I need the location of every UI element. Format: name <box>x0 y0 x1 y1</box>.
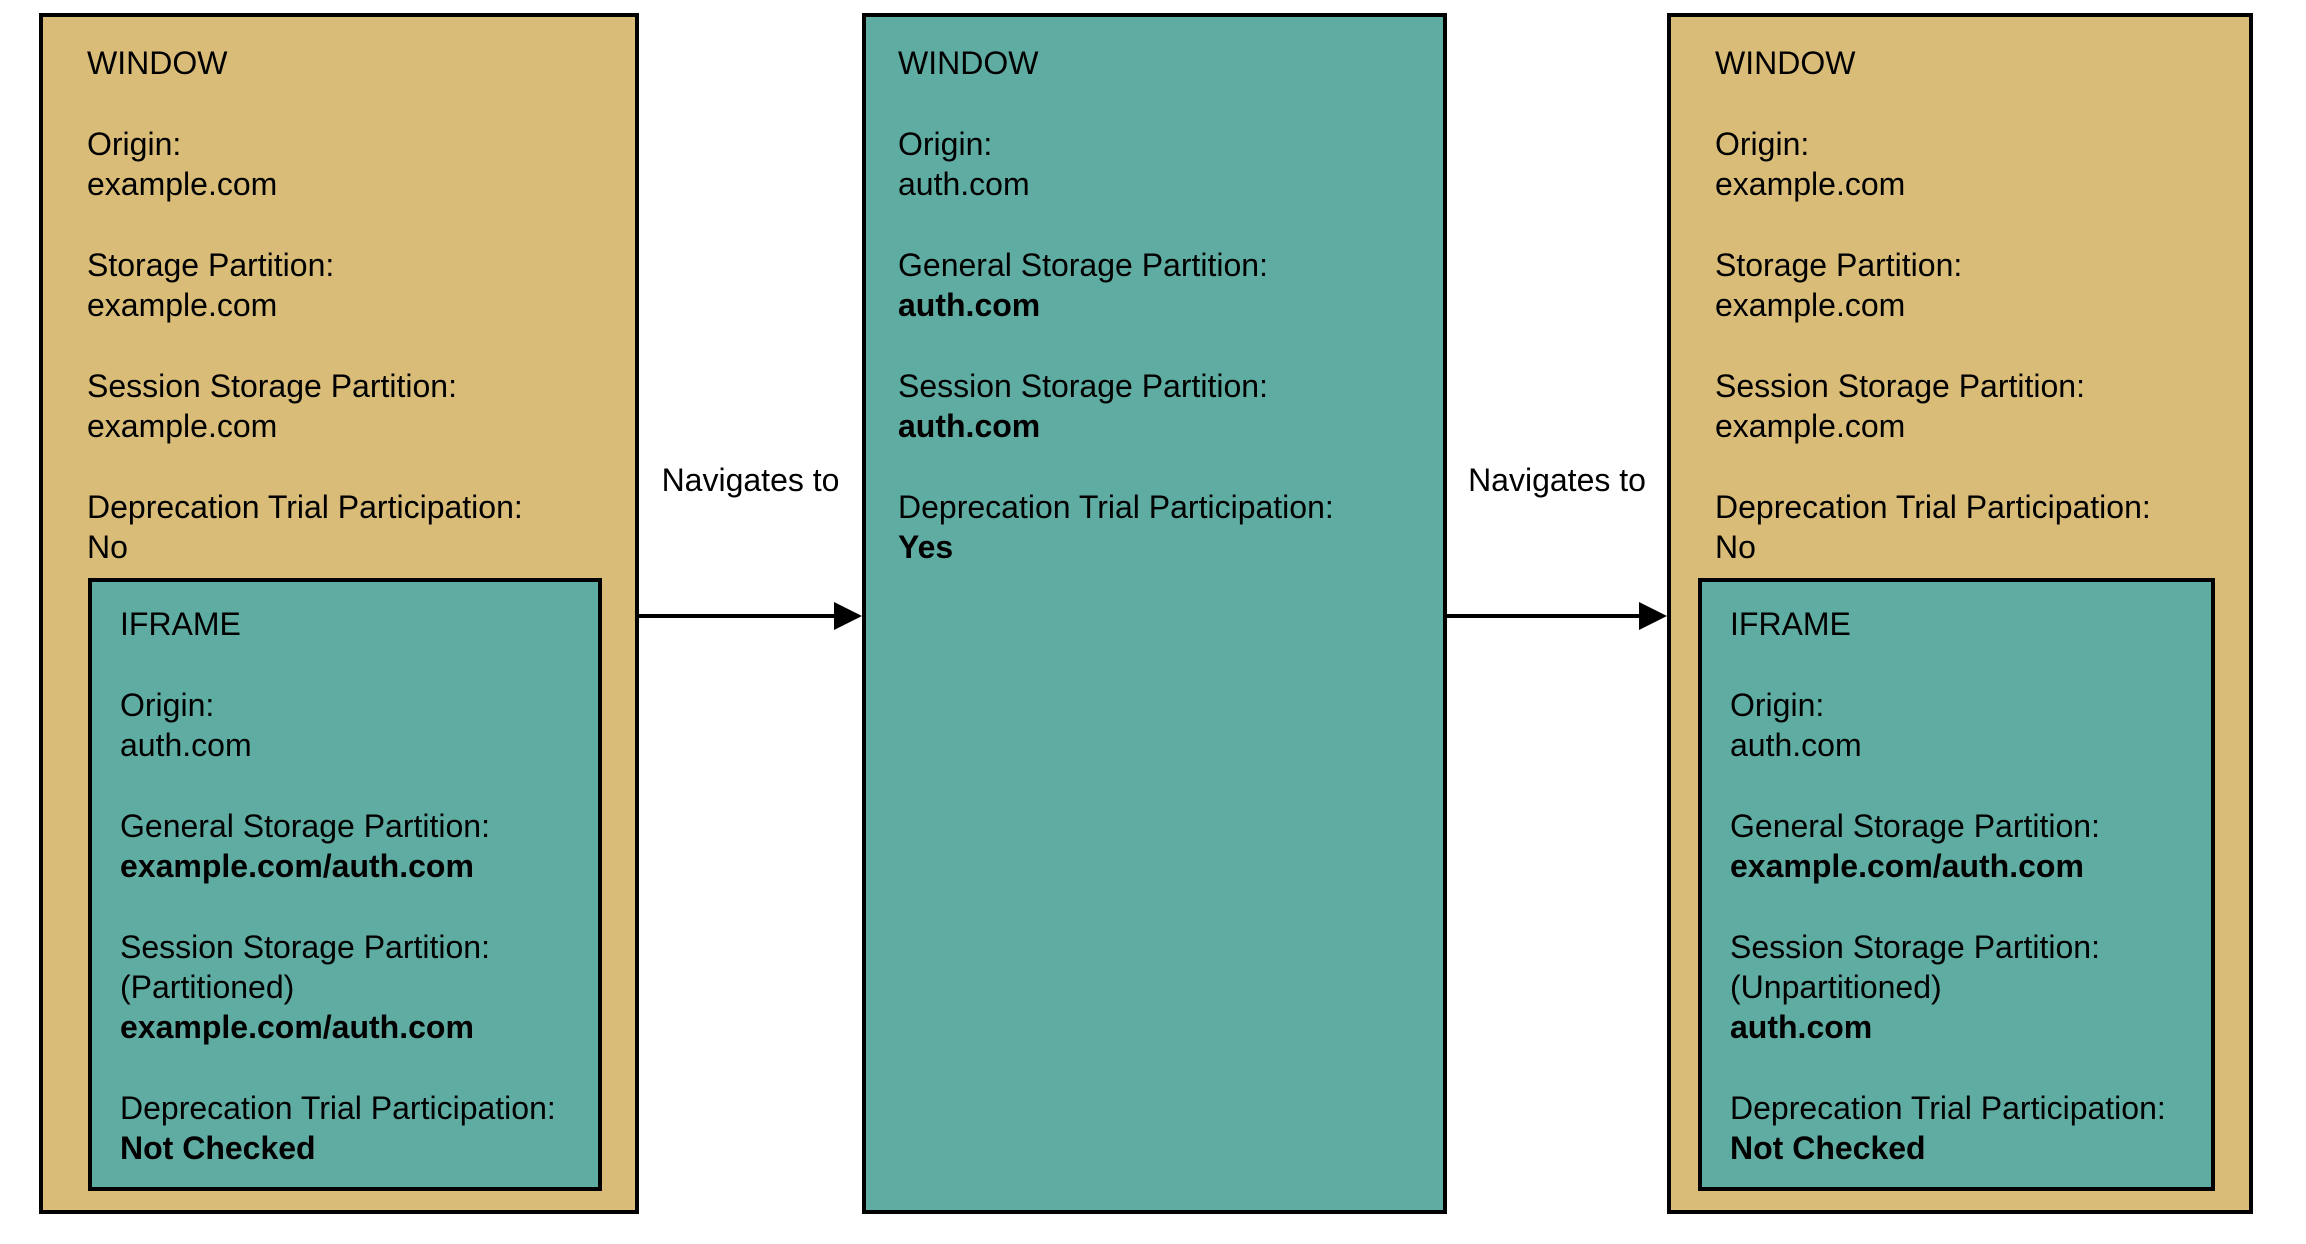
field-label: General Storage Partition: <box>120 808 490 844</box>
iframe-1-title: IFRAME <box>120 606 241 642</box>
field-label: Deprecation Trial Participation: <box>1730 1090 2166 1126</box>
window-box-2: WINDOW Origin: auth.com General Storage … <box>862 13 1447 1214</box>
window-3-origin-field: Origin: example.com <box>1715 124 2229 204</box>
iframe-3-title: IFRAME <box>1730 606 1851 642</box>
field-value: auth.com <box>898 408 1041 444</box>
field-note: (Partitioned) <box>120 969 295 1005</box>
window-3-storage-partition-field: Storage Partition: example.com <box>1715 245 2229 325</box>
field-label: General Storage Partition: <box>898 247 1268 283</box>
iframe-3-deprecation-trial-field: Deprecation Trial Participation: Not Che… <box>1730 1088 2193 1168</box>
field-value: example.com <box>87 166 278 202</box>
window-1-origin-field: Origin: example.com <box>87 124 615 204</box>
field-value: example.com <box>1715 408 1906 444</box>
field-label: Origin: <box>120 687 215 723</box>
window-2-origin-field: Origin: auth.com <box>898 124 1423 204</box>
field-value: auth.com <box>120 727 252 763</box>
field-value: auth.com <box>898 166 1030 202</box>
field-value: example.com <box>1715 166 1906 202</box>
arrow-line-1 <box>639 614 837 618</box>
field-value: No <box>87 529 128 565</box>
field-value: example.com/auth.com <box>120 848 474 884</box>
field-value: Not Checked <box>120 1130 316 1166</box>
field-label: Deprecation Trial Participation: <box>120 1090 556 1126</box>
field-value: auth.com <box>1730 727 1862 763</box>
field-value: example.com <box>87 287 278 323</box>
field-label: Session Storage Partition: <box>87 368 457 404</box>
window-box-1: WINDOW Origin: example.com Storage Parti… <box>39 13 639 1214</box>
window-2-session-storage-field: Session Storage Partition: auth.com <box>898 366 1423 446</box>
field-label: Session Storage Partition: <box>1715 368 2085 404</box>
field-label: Origin: <box>898 126 993 162</box>
iframe-3-session-storage-field: Session Storage Partition: (Unpartitione… <box>1730 927 2193 1047</box>
field-label: Origin: <box>1730 687 1825 723</box>
field-label: Deprecation Trial Participation: <box>898 489 1334 525</box>
navigates-to-label-2: Navigates to <box>1468 462 1646 498</box>
field-value: No <box>1715 529 1756 565</box>
window-3-title: WINDOW <box>1715 45 1856 81</box>
iframe-1-deprecation-trial-field: Deprecation Trial Participation: Not Che… <box>120 1088 580 1168</box>
window-1-deprecation-trial-field: Deprecation Trial Participation: No <box>87 487 615 567</box>
window-1-storage-partition-field: Storage Partition: example.com <box>87 245 615 325</box>
arrow-head-icon-1 <box>834 602 862 630</box>
window-3-deprecation-trial-field: Deprecation Trial Participation: No <box>1715 487 2229 567</box>
field-label: Session Storage Partition: <box>120 929 490 965</box>
window-3-session-storage-field: Session Storage Partition: example.com <box>1715 366 2229 446</box>
iframe-3-general-storage-field: General Storage Partition: example.com/a… <box>1730 806 2193 886</box>
navigates-to-label-1: Navigates to <box>661 462 840 498</box>
field-value: example.com <box>87 408 278 444</box>
arrow-line-2 <box>1447 614 1641 618</box>
field-value: Not Checked <box>1730 1130 1926 1166</box>
arrow-head-icon-2 <box>1639 602 1667 630</box>
iframe-box-1: IFRAME Origin: auth.com General Storage … <box>88 578 602 1191</box>
iframe-1-session-storage-field: Session Storage Partition: (Partitioned)… <box>120 927 580 1047</box>
field-label: Origin: <box>1715 126 1810 162</box>
window-2-title: WINDOW <box>898 45 1039 81</box>
field-label: Storage Partition: <box>1715 247 1963 283</box>
iframe-1-general-storage-field: General Storage Partition: example.com/a… <box>120 806 580 886</box>
window-box-3: WINDOW Origin: example.com Storage Parti… <box>1667 13 2253 1214</box>
field-value: auth.com <box>898 287 1041 323</box>
window-1-title: WINDOW <box>87 45 228 81</box>
window-2-general-storage-field: General Storage Partition: auth.com <box>898 245 1423 325</box>
iframe-3-origin-field: Origin: auth.com <box>1730 685 2193 765</box>
field-label: Storage Partition: <box>87 247 335 283</box>
field-value: example.com <box>1715 287 1906 323</box>
iframe-box-3: IFRAME Origin: auth.com General Storage … <box>1698 578 2215 1191</box>
field-note: (Unpartitioned) <box>1730 969 1942 1005</box>
field-label: Session Storage Partition: <box>898 368 1268 404</box>
field-label: Origin: <box>87 126 182 162</box>
field-value: example.com/auth.com <box>1730 848 2084 884</box>
window-2-deprecation-trial-field: Deprecation Trial Participation: Yes <box>898 487 1423 567</box>
field-label: Deprecation Trial Participation: <box>1715 489 2151 525</box>
iframe-1-origin-field: Origin: auth.com <box>120 685 580 765</box>
field-label: Session Storage Partition: <box>1730 929 2100 965</box>
field-label: Deprecation Trial Participation: <box>87 489 523 525</box>
window-1-session-storage-field: Session Storage Partition: example.com <box>87 366 615 446</box>
field-value: example.com/auth.com <box>120 1009 474 1045</box>
field-value: Yes <box>898 529 954 565</box>
field-value: auth.com <box>1730 1009 1873 1045</box>
field-label: General Storage Partition: <box>1730 808 2100 844</box>
